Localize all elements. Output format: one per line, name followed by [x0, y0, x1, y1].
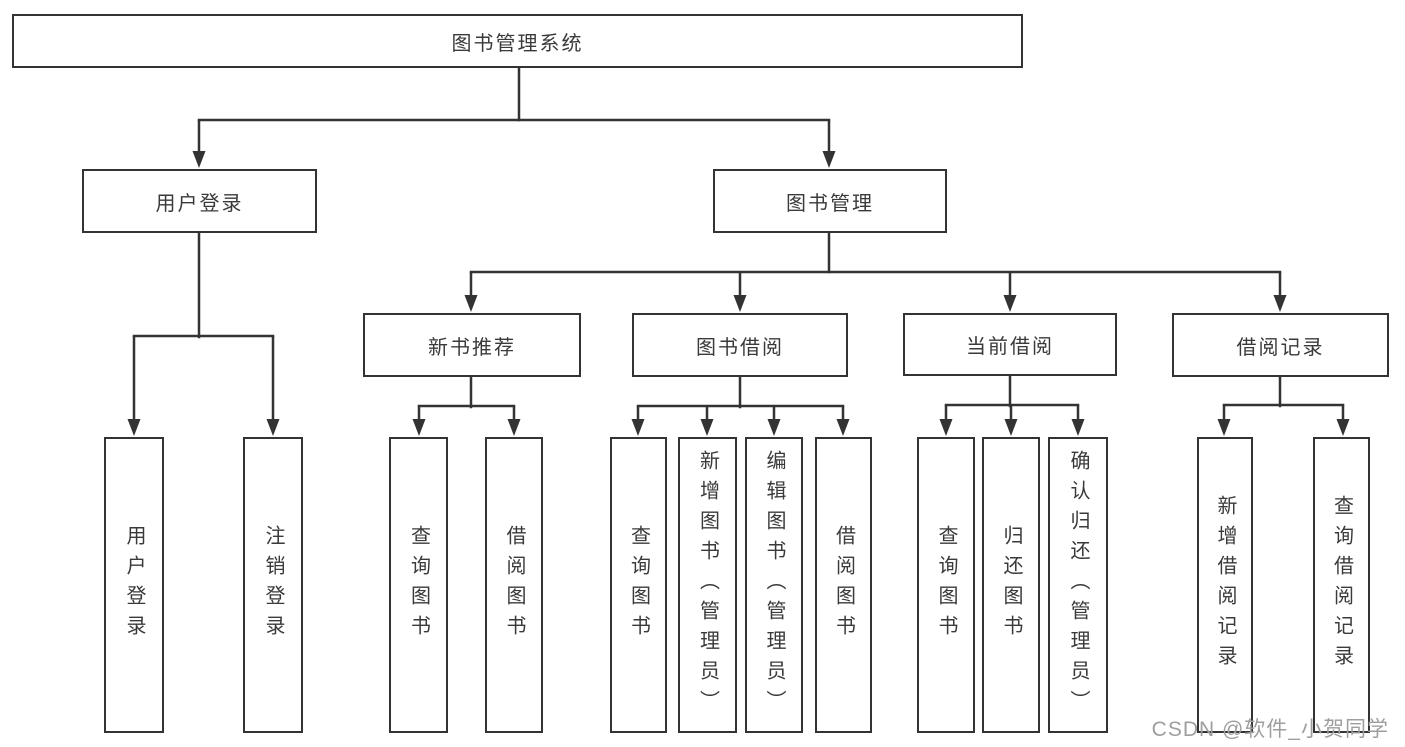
node-user-login-group: 用户登录: [82, 169, 317, 233]
node-cb-return-book: 归还图书: [982, 437, 1040, 733]
node-cb-query-book: 查询图书: [917, 437, 975, 733]
node-book-borrow: 图书借阅: [632, 313, 848, 377]
node-current-borrow-label: 当前借阅: [966, 336, 1054, 358]
node-logout: 注销登录: [243, 437, 303, 733]
node-bb-add-book-label: 新增图书（管理员）: [696, 450, 719, 720]
node-bb-edit-book-label: 编辑图书（管理员）: [763, 450, 785, 720]
node-rec-query-book-label: 查询图书: [407, 525, 430, 645]
node-logout-label: 注销登录: [262, 525, 284, 645]
node-rec-query-book: 查询图书: [389, 437, 448, 733]
node-bb-borrow-book-label: 借阅图书: [832, 525, 855, 645]
node-bb-edit-book: 编辑图书（管理员）: [745, 437, 803, 733]
node-new-book-recommend: 新书推荐: [363, 313, 581, 377]
node-current-borrow: 当前借阅: [903, 313, 1117, 376]
node-br-query-record-label: 查询借阅记录: [1330, 495, 1353, 675]
node-root-label: 图书管理系统: [451, 32, 584, 55]
node-cb-confirm-return-label: 确认归还（管理员）: [1067, 450, 1089, 720]
node-book-borrow-label: 图书借阅: [696, 336, 784, 359]
node-rec-borrow-book-label: 借阅图书: [503, 525, 525, 645]
node-cb-query-book-label: 查询图书: [935, 525, 957, 645]
node-bb-borrow-book: 借阅图书: [815, 437, 872, 733]
node-user-login-label: 用户登录: [123, 525, 145, 645]
node-borrow-record-label: 借阅记录: [1236, 336, 1325, 359]
node-book-management-label: 图书管理: [786, 192, 874, 215]
node-br-add-record: 新增借阅记录: [1197, 437, 1253, 733]
node-br-add-record-label: 新增借阅记录: [1214, 495, 1236, 675]
node-rec-borrow-book: 借阅图书: [485, 437, 543, 733]
node-bb-query-book: 查询图书: [610, 437, 667, 733]
node-br-query-record: 查询借阅记录: [1313, 437, 1370, 733]
node-bb-query-book-label: 查询图书: [627, 525, 650, 645]
node-cb-return-book-label: 归还图书: [1000, 525, 1022, 645]
node-borrow-record: 借阅记录: [1172, 313, 1389, 377]
csdn-watermark: CSDN @软件_小贺同学: [1151, 718, 1389, 741]
node-root: 图书管理系统: [12, 14, 1023, 68]
node-bb-add-book: 新增图书（管理员）: [678, 437, 737, 733]
node-cb-confirm-return: 确认归还（管理员）: [1048, 437, 1108, 733]
node-user-login-group-label: 用户登录: [155, 192, 244, 215]
node-book-management: 图书管理: [713, 169, 947, 233]
node-user-login: 用户登录: [104, 437, 164, 733]
node-new-book-recommend-label: 新书推荐: [428, 336, 516, 359]
